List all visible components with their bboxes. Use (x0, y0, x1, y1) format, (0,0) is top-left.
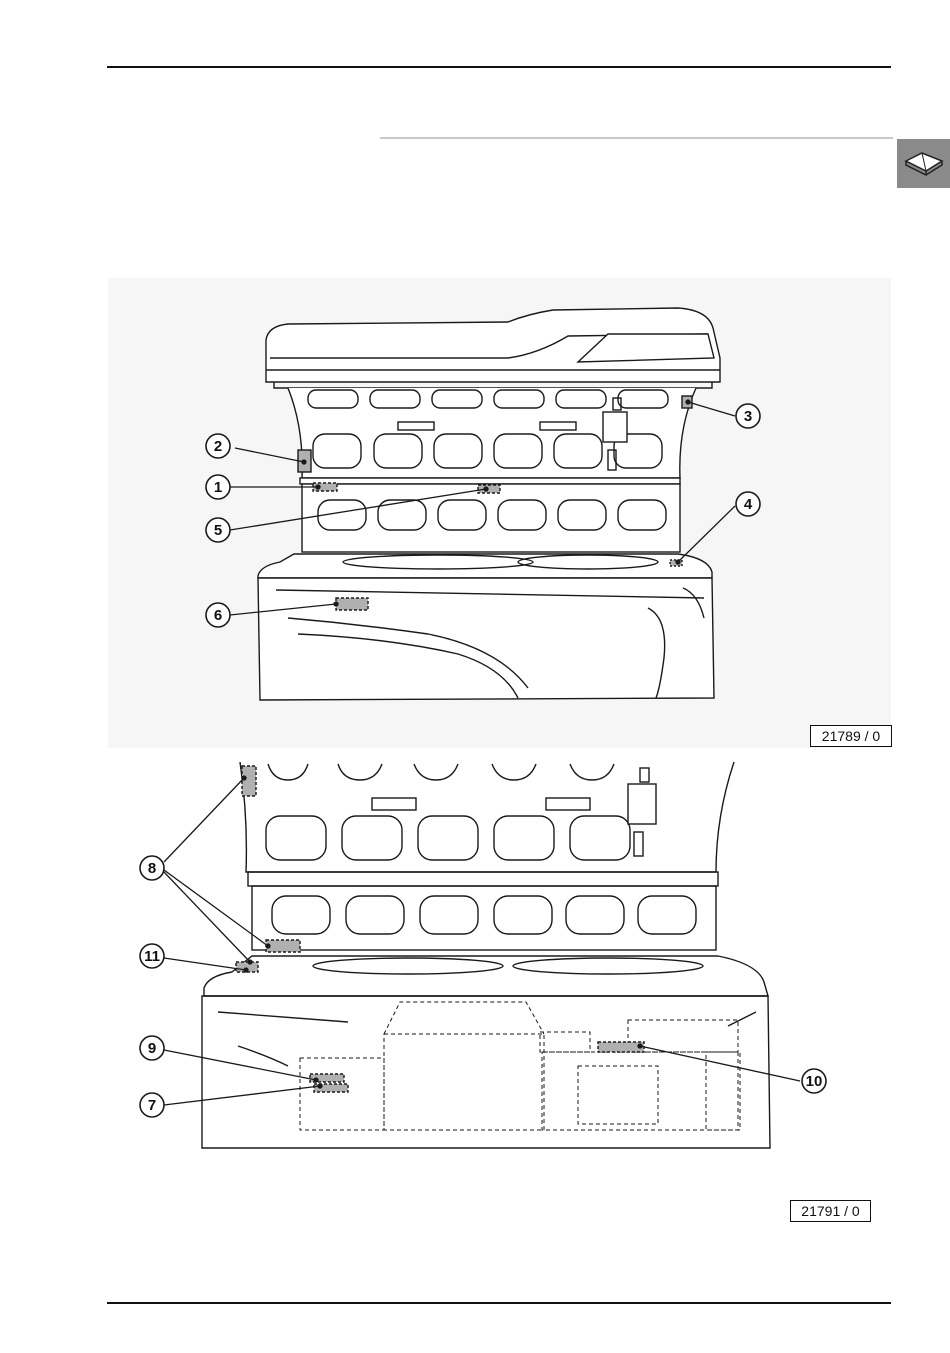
lower-canopy-panel (302, 484, 680, 552)
figure-solarium-detail: 8 11 9 7 10 (108, 756, 891, 1156)
callout-6: 6 (214, 607, 222, 624)
callout-11: 11 (144, 948, 160, 965)
callout-4: 4 (744, 496, 753, 513)
bed-base (202, 996, 770, 1148)
callout-3: 3 (744, 408, 752, 425)
figure-reference: 21789 / 0 (810, 725, 892, 747)
header-rule (107, 66, 891, 68)
callout-7: 7 (148, 1097, 156, 1114)
canopy-panel (288, 388, 696, 478)
callout-1: 1 (214, 479, 222, 496)
callout-2: 2 (214, 438, 222, 455)
callout-10: 10 (806, 1073, 823, 1090)
figure-reference: 21791 / 0 (790, 1200, 871, 1222)
lower-canopy-panel (252, 886, 716, 950)
section-rule (380, 137, 893, 139)
figure-solarium-front: 2 1 3 4 5 6 (108, 278, 891, 748)
callout-8: 8 (148, 860, 156, 877)
canopy-panel (240, 762, 734, 872)
solarium-detail-drawing: 8 11 9 7 10 (108, 756, 891, 1156)
manual-section-tab[interactable] (897, 139, 950, 188)
callout-5: 5 (214, 522, 222, 539)
footer-rule (107, 1302, 891, 1304)
open-book-icon (903, 147, 945, 179)
solarium-front-drawing: 2 1 3 4 5 6 (108, 278, 891, 748)
callout-9: 9 (148, 1040, 156, 1057)
